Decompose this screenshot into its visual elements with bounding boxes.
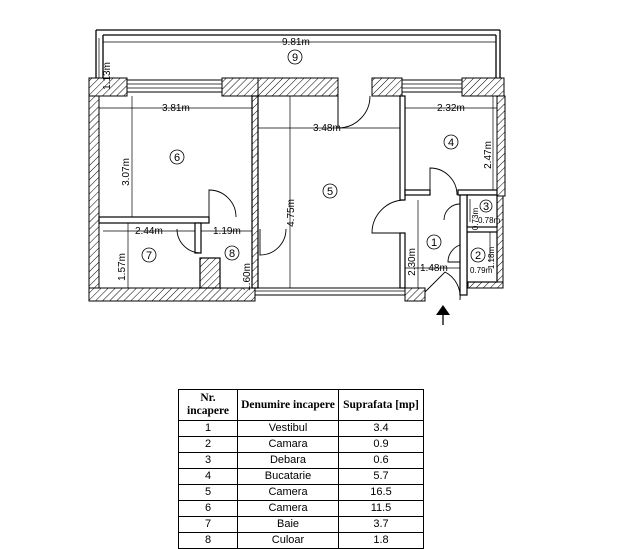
table-row: 5 Camera 16.5	[178, 484, 424, 501]
table-row: 8 Culoar 1.8	[178, 532, 424, 549]
cell-area: 1.8	[338, 532, 424, 549]
room-marker-6: 6	[169, 149, 185, 165]
room-number-5: 5	[327, 186, 333, 198]
cell-name: Camera	[237, 484, 339, 501]
dim-r4-depth: 2.47m	[483, 141, 494, 169]
dim-r3-depth: 0.73m	[471, 208, 480, 231]
dim-r2-depth: 1.18m	[487, 247, 496, 270]
dim-r5-width: 3.48m	[313, 123, 341, 134]
room-marker-4: 4	[443, 134, 459, 150]
header-name: Denumire incapere	[237, 389, 339, 421]
room-area-table: Nr. incapere Denumire incapere Suprafata…	[178, 389, 424, 549]
room-number-8: 8	[229, 248, 235, 260]
dim-r1-depth: 2.30m	[407, 248, 418, 276]
entrance-arrow-icon	[436, 305, 450, 325]
dim-r3-width: 0.78m	[478, 216, 501, 225]
room-number-9: 9	[292, 52, 298, 64]
table-row: 3 Debara 0.6	[178, 452, 424, 469]
room-marker-9: 9	[287, 49, 303, 65]
doors	[176, 95, 461, 301]
cell-name: Bucatarie	[237, 468, 339, 485]
exterior-walls	[88, 77, 506, 302]
cell-nr: 4	[178, 468, 238, 485]
dim-r6-depth: 3.07m	[121, 158, 132, 186]
cell-name: Camara	[237, 436, 339, 453]
cell-area: 3.7	[338, 516, 424, 533]
dim-r7-width: 2.44m	[135, 226, 163, 237]
cell-area: 0.6	[338, 452, 424, 469]
dim-terrace-width: 9.81m	[282, 37, 310, 48]
table-header-row: Nr. incapere Denumire incapere Suprafata…	[178, 389, 424, 421]
dimension-lines	[98, 38, 497, 288]
dim-r6-width: 3.81m	[162, 103, 190, 114]
cell-area: 11.5	[338, 500, 424, 517]
dim-r8-depth: 1.60m	[242, 263, 253, 291]
cell-nr: 8	[178, 532, 238, 549]
table-row: 1 Vestibul 3.4	[178, 420, 424, 437]
dim-terrace-depth: 1.13m	[102, 62, 113, 90]
room-marker-8: 8	[224, 245, 240, 261]
room-marker-2: 2	[470, 247, 486, 263]
cell-nr: 7	[178, 516, 238, 533]
room-marker-3: 3	[479, 199, 493, 213]
cell-name: Camera	[237, 500, 339, 517]
header-nr: Nr. incapere	[178, 389, 238, 421]
dim-r8-width: 1.19m	[213, 226, 241, 237]
cell-name: Debara	[237, 452, 339, 469]
room-marker-5: 5	[322, 183, 338, 199]
table-row: 7 Baie 3.7	[178, 516, 424, 533]
cell-nr: 2	[178, 436, 238, 453]
cell-area: 16.5	[338, 484, 424, 501]
cell-nr: 6	[178, 500, 238, 517]
table-row: 6 Camera 11.5	[178, 500, 424, 517]
cell-area: 0.9	[338, 436, 424, 453]
cell-nr: 5	[178, 484, 238, 501]
room-number-4: 4	[448, 137, 454, 149]
room-marker-1: 1	[426, 234, 442, 250]
cell-name: Vestibul	[237, 420, 339, 437]
dim-r5-depth: 4.75m	[286, 199, 297, 227]
cell-name: Culoar	[237, 532, 339, 549]
room-number-2: 2	[475, 250, 481, 262]
dim-r1-width: 1.48m	[420, 263, 448, 274]
table-row: 2 Camara 0.9	[178, 436, 424, 453]
cell-nr: 1	[178, 420, 238, 437]
cell-area: 3.4	[338, 420, 424, 437]
cell-name: Baie	[237, 516, 339, 533]
dim-r2-width: 0.79m	[470, 266, 493, 275]
cell-nr: 3	[178, 452, 238, 469]
windows	[127, 83, 462, 292]
table-row: 4 Bucatarie 5.7	[178, 468, 424, 485]
room-number-1: 1	[431, 237, 437, 249]
room-number-3: 3	[483, 201, 489, 213]
header-area: Suprafata [mp]	[338, 389, 424, 421]
room-marker-7: 7	[141, 247, 157, 263]
dim-r4-width: 2.32m	[437, 103, 465, 114]
room-number-7: 7	[146, 250, 152, 262]
cell-area: 5.7	[338, 468, 424, 485]
room-number-6: 6	[174, 152, 180, 164]
dim-r7-depth: 1.57m	[117, 253, 128, 281]
